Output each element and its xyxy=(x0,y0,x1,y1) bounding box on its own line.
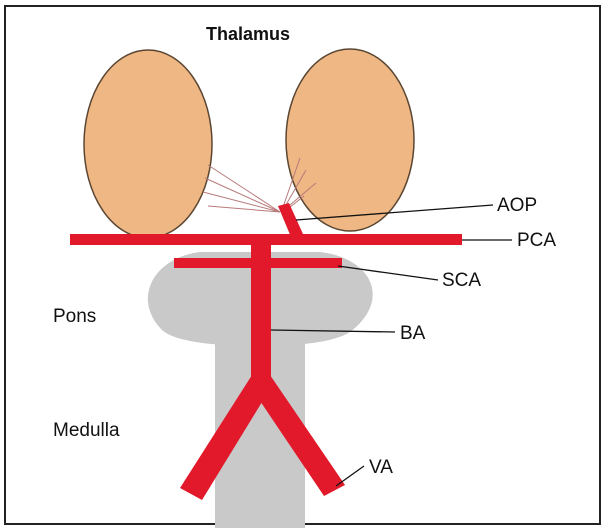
pca-label: PCA xyxy=(517,230,556,252)
medulla-label: Medulla xyxy=(53,420,120,442)
right-thalamus xyxy=(286,49,414,231)
left-thalamus xyxy=(84,50,212,238)
va-label: VA xyxy=(369,457,393,479)
va-leader xyxy=(336,466,364,486)
ba-label: BA xyxy=(400,323,425,345)
pons-label: Pons xyxy=(53,306,96,328)
sca-label: SCA xyxy=(442,270,481,292)
aop-label: AOP xyxy=(497,195,537,217)
thalamus-label: Thalamus xyxy=(206,24,290,45)
basilar-artery xyxy=(251,238,271,388)
